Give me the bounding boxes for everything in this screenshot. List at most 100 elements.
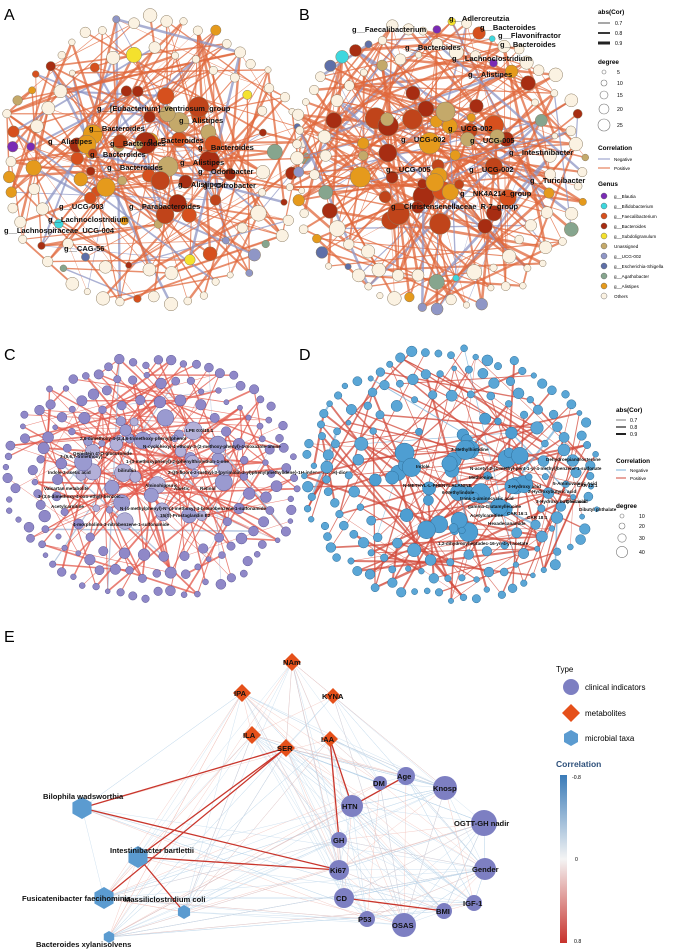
network-edge: [311, 414, 381, 498]
node-label: Retinol: [200, 486, 216, 491]
network-node: [174, 394, 187, 407]
network-node: [477, 368, 489, 379]
network-node: [446, 558, 455, 567]
network-node: [428, 274, 445, 290]
network-node: [547, 385, 557, 396]
network-node: [81, 252, 90, 262]
network-node: [357, 537, 370, 549]
network-node: [587, 483, 595, 490]
network-edge: [285, 747, 486, 870]
network-node: [196, 510, 207, 522]
network-node: [494, 362, 502, 371]
network-edge: [338, 869, 445, 912]
network-edge: [15, 463, 62, 489]
network-node: [116, 588, 125, 597]
network-edge: [108, 902, 475, 938]
node-label: 3-Hydroxy acid: [508, 484, 541, 489]
panel-letter-c: C: [4, 347, 16, 364]
network-node: [514, 44, 525, 55]
network-edge: [251, 695, 334, 736]
network-node: [2, 463, 10, 471]
network-panel-c: LPE 0:0/18:12,6-dimethoxy-4-(2,4,6-trime…: [2, 353, 351, 603]
network-node: [60, 508, 69, 516]
node-label: Methionine: [469, 475, 494, 480]
network-node: [423, 587, 431, 595]
network-edge: [128, 172, 293, 266]
network-node: [386, 19, 399, 32]
network-node: [132, 85, 144, 98]
network-node: [309, 169, 320, 180]
network-node: [447, 351, 455, 360]
legend-panel-d: abs(Cor) 0.7 0.8 0.9 Correlation Negativ…: [616, 407, 650, 558]
network-node: [518, 366, 527, 376]
network-edge: [298, 40, 383, 173]
network-node: [358, 150, 369, 161]
network-edge: [351, 805, 445, 912]
network-node: [253, 551, 261, 558]
network-node: [320, 521, 330, 531]
network-node: [428, 390, 438, 400]
network-edge: [525, 62, 556, 137]
network-node: [570, 494, 577, 501]
network-node: [292, 108, 305, 121]
node-label: g__Adlercreutzia: [449, 14, 510, 23]
network-edge: [368, 43, 498, 138]
network-edge: [299, 43, 370, 131]
network-edge: [137, 91, 166, 215]
network-node: [533, 404, 543, 415]
network-node: [312, 233, 322, 244]
network-edge: [337, 228, 492, 289]
network-node: [317, 130, 332, 144]
network-node: [261, 239, 270, 249]
network-node: [576, 430, 587, 441]
network-node: [26, 533, 35, 543]
network-edge: [201, 498, 291, 517]
network-node: [159, 105, 176, 122]
network-node: [194, 590, 201, 598]
network-node: [361, 244, 376, 259]
network-node: [519, 55, 534, 70]
network-node: [489, 263, 498, 272]
network-node: [85, 443, 100, 459]
network-node: [299, 208, 309, 218]
network-node: [194, 563, 202, 571]
network-node: [87, 148, 98, 159]
network-edge: [291, 111, 303, 191]
node-label: Massiliclostridium coli: [124, 895, 205, 904]
network-node: [553, 547, 562, 556]
legend-genus-label: g__Subdoligranulum: [614, 234, 656, 239]
network-edge: [101, 359, 172, 411]
network-node: [190, 469, 200, 478]
network-node: [449, 45, 464, 60]
microbe-node: [103, 931, 115, 943]
clinical-node: [359, 911, 375, 927]
network-node: [450, 483, 467, 501]
network-node: [324, 59, 337, 72]
node-label: Knosp: [433, 784, 457, 793]
network-node: [523, 264, 532, 272]
legend-d-abs-val-1: 0.7: [630, 418, 637, 424]
network-edge: [34, 481, 298, 490]
network-edge: [229, 212, 260, 276]
network-edge: [183, 787, 446, 913]
network-node: [302, 481, 314, 493]
node-label: 3-Methylhistidine: [451, 447, 489, 452]
network-node: [265, 506, 275, 515]
network-node: [371, 262, 386, 278]
network-node: [248, 525, 259, 537]
legend-genus-swatch: [600, 232, 608, 240]
node-label: N-cyclohexyl-4-ethoxy-3-(2-methoxy-pheny…: [143, 444, 281, 449]
network-edge: [329, 738, 446, 789]
legend-genus-swatch: [600, 272, 608, 280]
network-node: [330, 439, 340, 449]
network-edge: [103, 734, 253, 899]
network-node: [418, 568, 425, 575]
network-node: [470, 50, 481, 62]
network-node: [54, 219, 64, 229]
network-edge: [423, 195, 457, 279]
network-node: [116, 512, 134, 530]
node-label: g__Parabacteroides: [129, 202, 200, 211]
network-node: [534, 114, 548, 127]
network-edge: [251, 734, 368, 920]
network-node: [204, 362, 214, 373]
